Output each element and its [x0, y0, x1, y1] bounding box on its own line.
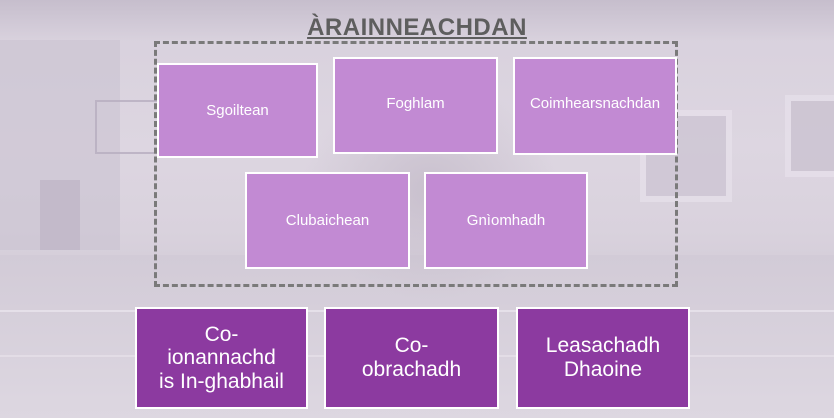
environment-tile-education[interactable]: Foghlam: [333, 57, 498, 154]
theme-tile-equality-inclusion[interactable]: Co- ionannachd is In-ghabhail: [135, 307, 308, 409]
theme-tile-label: Leasachadh Dhaoine: [545, 334, 661, 381]
environment-tile-schools[interactable]: Sgoiltean: [157, 63, 318, 158]
page-title-text: ÀRAINNEACHDAN: [307, 14, 527, 41]
theme-tile-collaboration[interactable]: Co- obrachadh: [324, 307, 499, 409]
theme-tile-label: Co- obrachadh: [361, 334, 462, 381]
environment-tile-label: Clubaichean: [285, 212, 370, 229]
ceiling-beam: [0, 0, 834, 40]
environment-tile-label: Gnìomhadh: [466, 212, 546, 229]
environment-tile-clubs[interactable]: Clubaichean: [245, 172, 410, 269]
environments-group-frame: [154, 41, 678, 287]
theme-tile-developing-people[interactable]: Leasachadh Dhaoine: [516, 307, 690, 409]
door: [40, 180, 80, 250]
basketball-backboard: [95, 100, 159, 154]
theme-tile-label: Co- ionannachd is In-ghabhail: [159, 322, 284, 393]
environment-tile-label: Sgoiltean: [206, 102, 269, 119]
page-title: ÀRAINNEACHDAN: [0, 14, 834, 42]
window: [785, 95, 834, 177]
environment-tile-communities[interactable]: Coimhearsnachdan: [513, 57, 677, 155]
environment-tile-label: Coimhearsnachdan: [529, 95, 661, 112]
environment-tile-label: Foghlam: [386, 95, 445, 112]
environment-tile-activity[interactable]: Gnìomhadh: [424, 172, 588, 269]
